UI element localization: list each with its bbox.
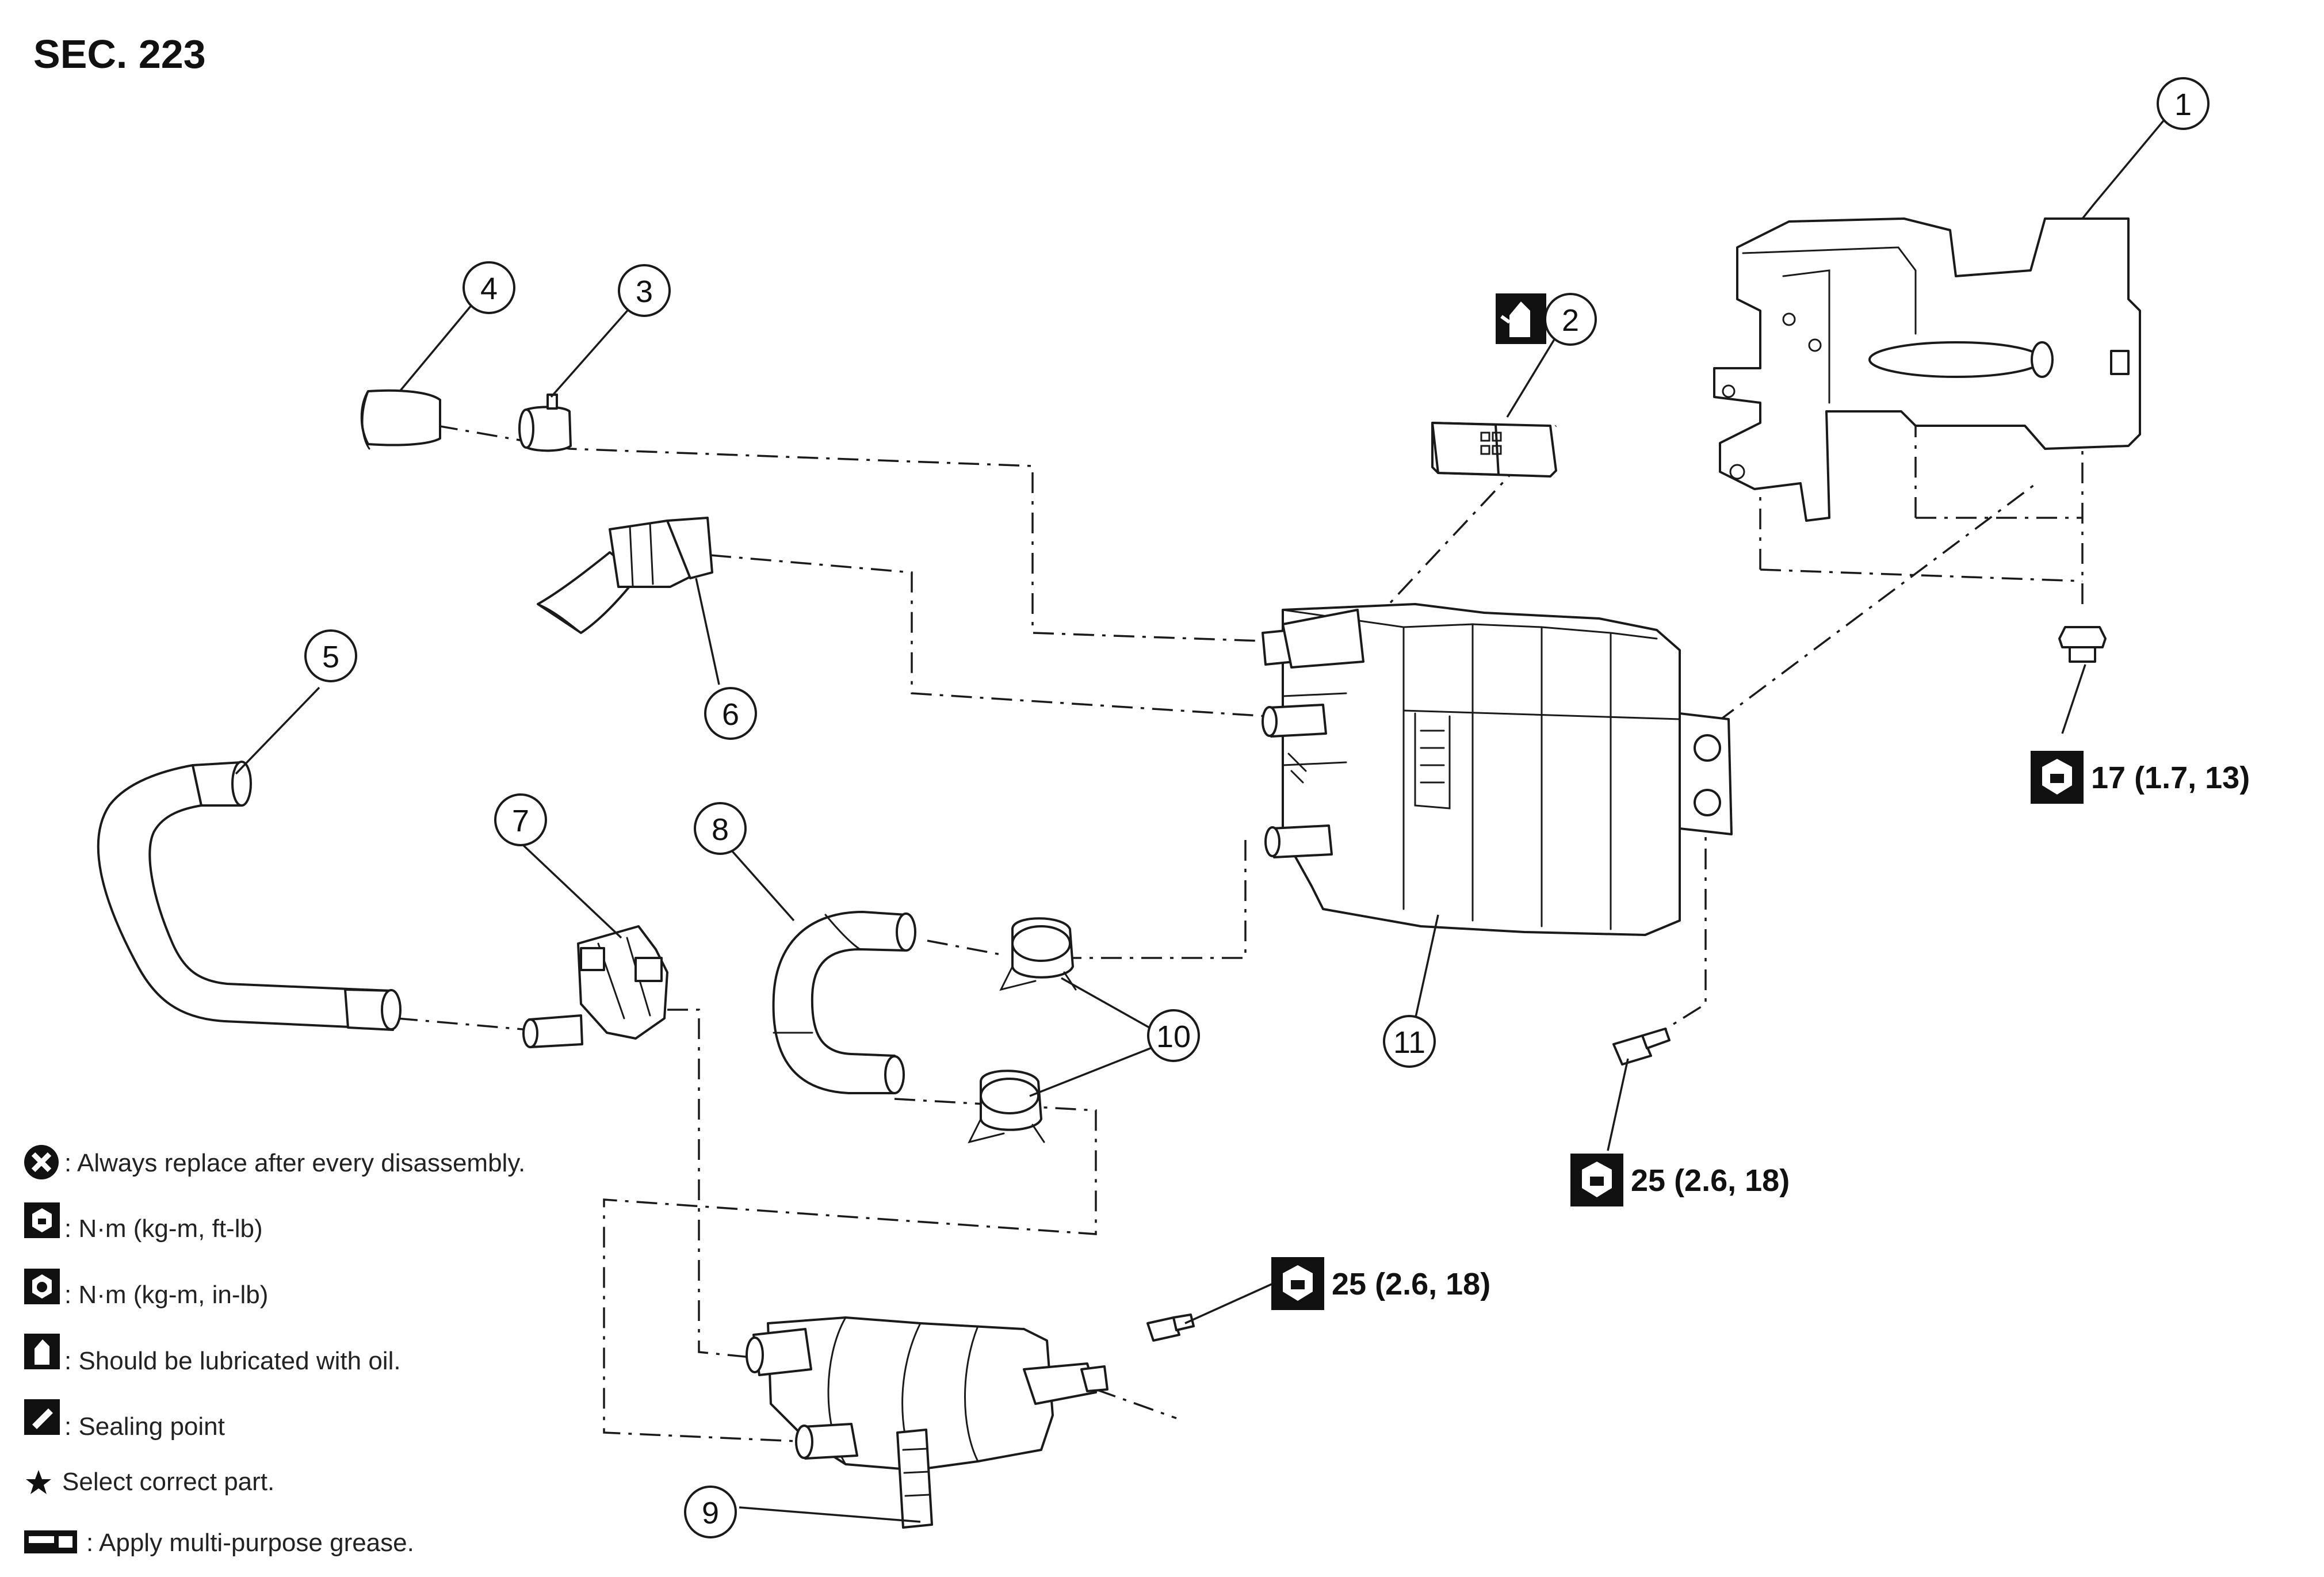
sensor-2 [1431,422,1557,478]
svg-text:7: 7 [512,804,529,838]
callout-2: 2 [1544,293,1597,346]
lower-canister-9 [746,1313,1195,1529]
torque-wrench-icon [2031,751,2084,804]
legend-torque-ftlb-text: : N·m (kg-m, ft-lb) [64,1215,263,1243]
legend-replace-text: : Always replace after every disassembly… [64,1149,525,1177]
grease-icon [24,1530,77,1553]
callout-7: 7 [494,793,547,846]
torque-lower-bolt: 25 (2.6, 18) [1271,1257,1490,1310]
assembly-lines [396,276,2084,1442]
callout-8: 8 [694,802,747,855]
svg-text:2: 2 [1562,303,1579,338]
bracket-nut [2058,626,2107,663]
legend: : Always replace after every disassembly… [24,1145,525,1557]
callout-10: 10 [1147,1009,1200,1062]
svg-text:25 (2.6, 18): 25 (2.6, 18) [1332,1267,1490,1301]
callout-9: 9 [684,1486,737,1538]
vent-hose-4 [360,389,441,450]
legend-torque-inlb-text: : N·m (kg-m, in-lb) [64,1281,268,1309]
callout-6: 6 [704,687,757,740]
canister-bracket-1 [1713,217,2141,522]
svg-text:8: 8 [712,812,729,847]
oil-symbol-2 [1496,293,1546,344]
replace-icon [24,1145,59,1179]
drain-hose-8 [772,911,916,1094]
torque-canister-bolt: 25 (2.6, 18) [1570,1154,1790,1206]
svg-text:25 (2.6, 18): 25 (2.6, 18) [1631,1163,1790,1198]
svg-text:11: 11 [1393,1025,1425,1060]
hose-clamp-3 [518,394,572,452]
svg-text:17 (1.7, 13): 17 (1.7, 13) [2091,761,2250,795]
svg-text:6: 6 [722,697,739,732]
purge-hose-5 [97,761,402,1031]
torque-bracket-nut: 17 (1.7, 13) [2031,751,2250,804]
callout-5: 5 [304,629,357,682]
elbow-connector-6 [537,517,713,634]
legend-grease-text: : Apply multi-purpose grease. [86,1529,414,1557]
svg-text:4: 4 [480,272,498,306]
vent-valve-7 [522,925,668,1048]
canister-bolt [1612,1028,1671,1066]
callout-1: 1 [2157,77,2210,130]
legend-oil-text: : Should be lubricated with oil. [64,1347,401,1375]
sealing-icon [24,1399,60,1435]
legend-sealing-text: : Sealing point [64,1412,225,1441]
callout-3: 3 [618,264,671,317]
svg-text:10: 10 [1156,1019,1191,1054]
torque-ftlb-icon [24,1202,60,1238]
callout-11: 11 [1383,1015,1436,1068]
section-title: SEC. 223 [33,32,206,77]
evap-canister-11 [1262,603,1733,936]
svg-text:9: 9 [702,1496,719,1530]
callout-4: 4 [462,261,515,314]
star-icon [26,1470,51,1494]
callout-leaders [235,117,2167,1523]
svg-text:1: 1 [2174,87,2192,122]
legend-star-text: Select correct part. [62,1468,274,1496]
torque-inlb-icon [24,1269,60,1304]
svg-text:5: 5 [322,640,339,674]
torque-wrench-icon [1271,1257,1324,1310]
oil-icon [24,1334,60,1369]
svg-text:3: 3 [636,274,653,309]
hose-clamps-10 [968,917,1077,1144]
torque-wrench-icon [1570,1154,1623,1206]
